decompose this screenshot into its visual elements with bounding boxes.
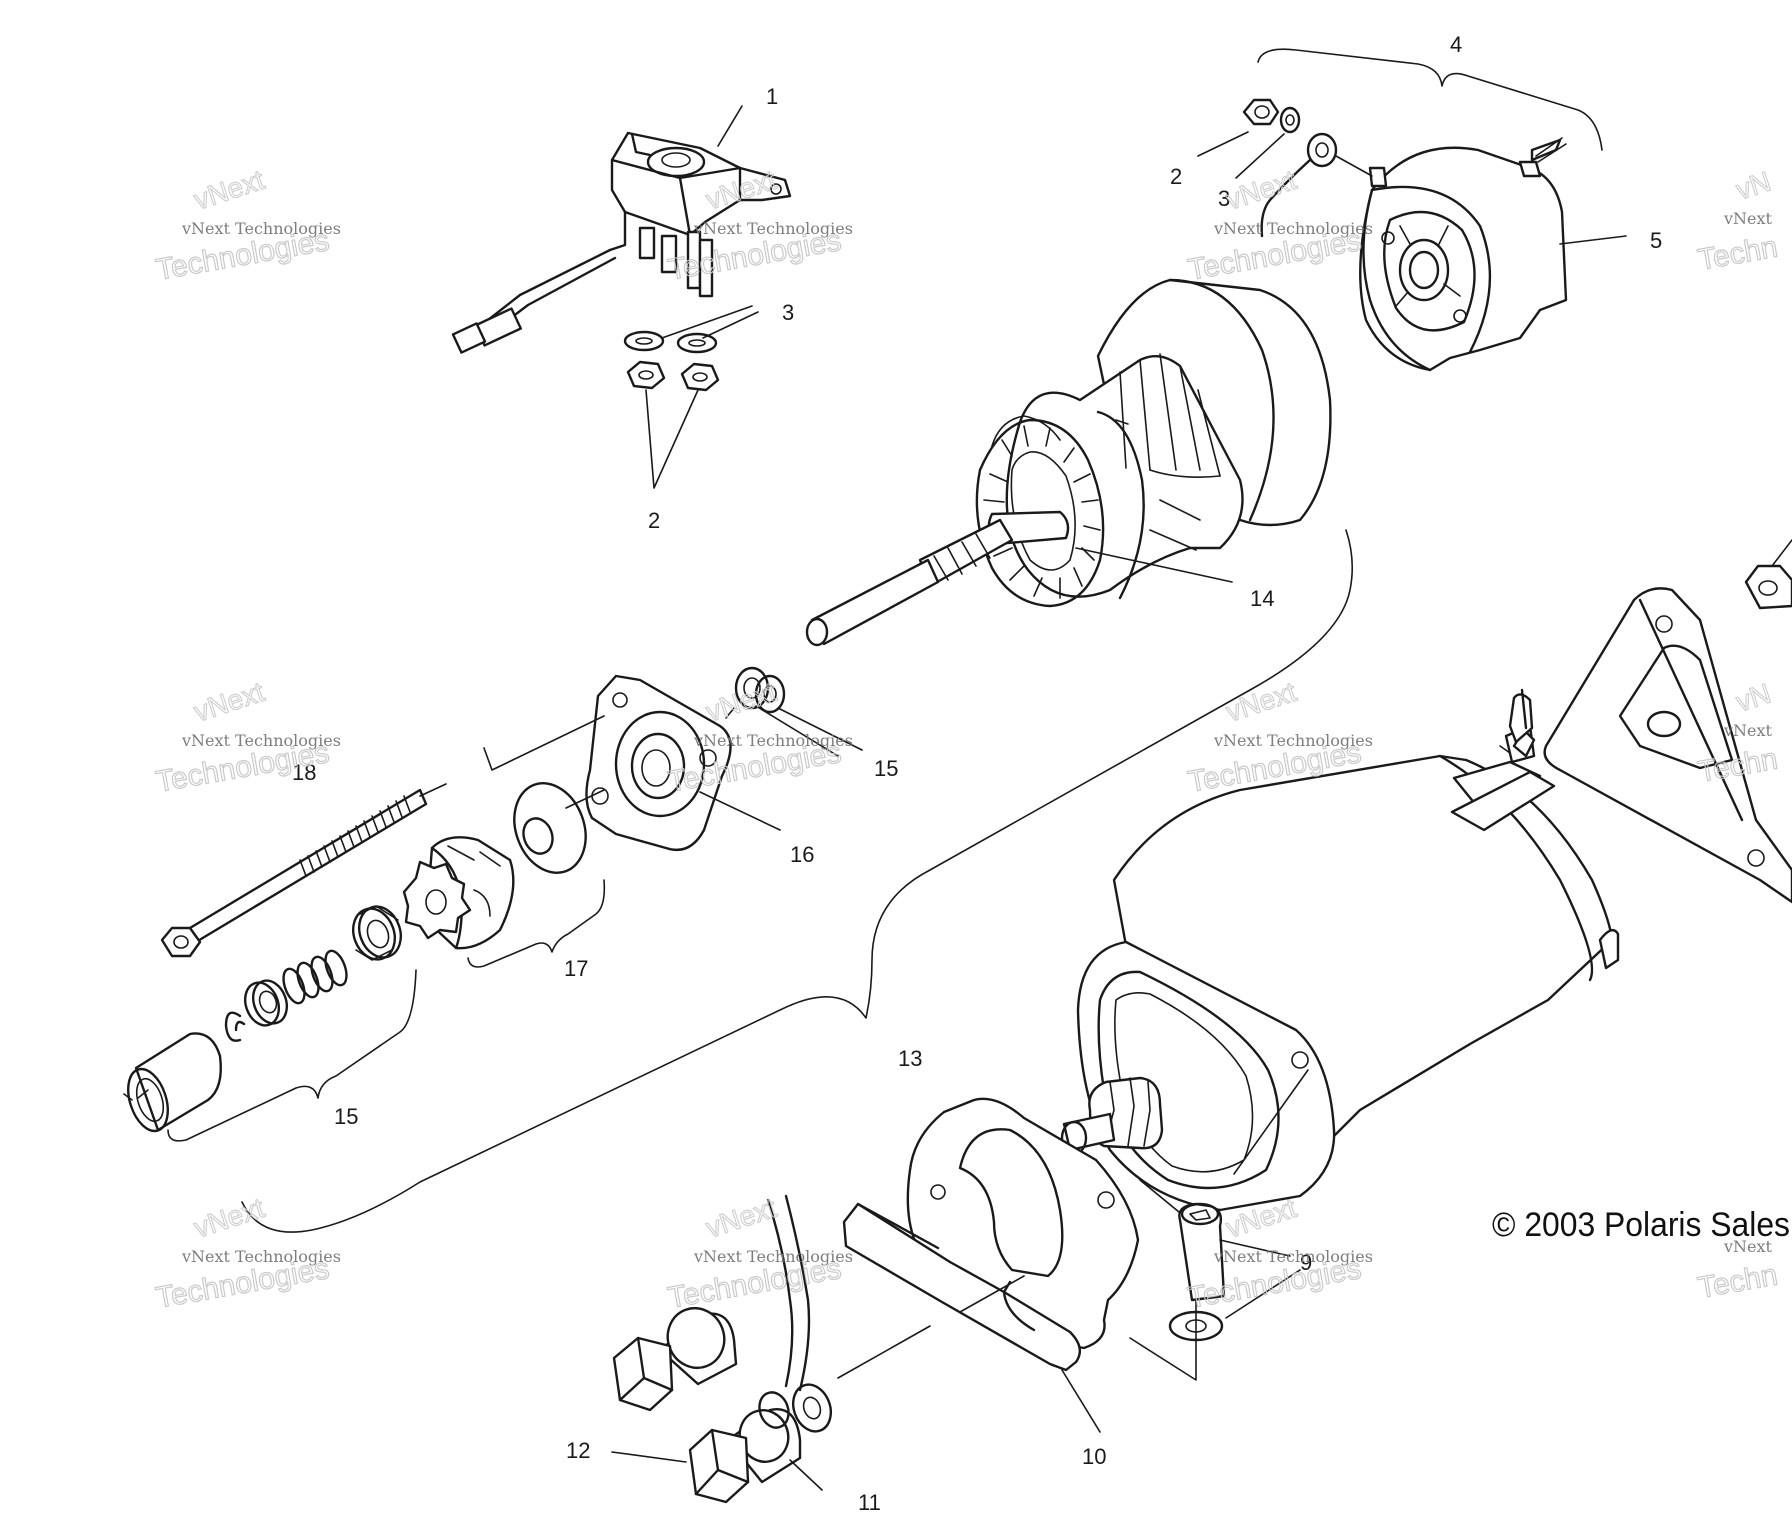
copyright-text: © 2003 Polaris Sales	[1492, 1206, 1790, 1244]
ground-terminal	[611, 1194, 833, 1491]
watermark-vnext: vN	[1732, 166, 1774, 206]
spacer-disc	[513, 782, 605, 874]
retainer	[243, 979, 289, 1027]
brace-part-17	[467, 879, 606, 968]
watermark-text: vNext Technologies	[181, 219, 341, 238]
watermark-text: vNext Technologies	[1213, 219, 1373, 238]
watermark-tile-partial: vN vNext Techn	[1695, 165, 1781, 277]
label-part-16: 16	[790, 842, 814, 867]
watermark-tile: vNext vNext Technologies Technologies	[665, 675, 853, 799]
label-part-17: 17	[564, 956, 588, 981]
motor-front-face	[1060, 940, 1336, 1212]
label-part-3-relay: 3	[782, 300, 794, 325]
label-part-3-cover: 3	[1218, 186, 1230, 211]
stop-collar	[123, 1032, 222, 1133]
watermark-tile: vNext vNext Technologies Technologies	[153, 1191, 341, 1315]
watermark-text: vNext	[1723, 1237, 1773, 1256]
label-part-18: 18	[292, 760, 316, 785]
watermark-outline: Techn	[1695, 230, 1780, 276]
watermark-text: vNext Technologies	[181, 731, 341, 750]
label-part-9: 9	[1300, 1250, 1312, 1275]
watermark-tile: vNext vNext Technologies Technologies	[153, 163, 341, 287]
watermark-vnext: vNext	[190, 676, 268, 728]
washers-and-nuts-relay	[623, 305, 759, 489]
label-part-12: 12	[566, 1438, 590, 1463]
leader-lines	[717, 105, 1129, 425]
watermark-vnext: vNext	[702, 1192, 780, 1244]
watermark-text: vNext Technologies	[693, 219, 853, 238]
watermark-tile-partial: vNext Techn	[1695, 1237, 1781, 1305]
watermark-text: vNext	[1723, 721, 1773, 740]
watermark-vnext: vNext	[190, 164, 268, 216]
watermark-text: vNext Technologies	[1213, 1247, 1373, 1266]
part-labels: 1 3 2 4 2 3 5 14 15 16 18 17 15 13 9 10 …	[292, 32, 1662, 1515]
watermark-text: vNext	[1723, 209, 1773, 228]
cap-screw	[1178, 1202, 1226, 1302]
label-part-2-cover: 2	[1170, 164, 1182, 189]
mount-bolt-lower	[688, 1407, 802, 1504]
support-bracket	[1543, 539, 1792, 904]
collar	[352, 905, 402, 961]
label-part-14: 14	[1250, 586, 1274, 611]
dashed-assembly-lines	[837, 1179, 1197, 1381]
brace-part-4	[1257, 48, 1603, 151]
brace-part-13	[241, 529, 1354, 1233]
watermark-vnext: vNext	[190, 1192, 268, 1244]
armature	[805, 278, 1332, 647]
watermark-text: vNext Technologies	[693, 731, 853, 750]
watermark-tile: vNext vNext Technologies Technologies	[1185, 163, 1373, 287]
label-part-11: 11	[858, 1490, 881, 1515]
nut-washer-terminal	[1197, 98, 1627, 245]
commutator-teeth	[975, 415, 1105, 608]
label-part-15-lower: 15	[334, 1104, 358, 1129]
solenoid-relay	[451, 131, 792, 354]
label-part-15-upper: 15	[874, 756, 898, 781]
end-cover	[1359, 137, 1568, 372]
watermark-tile: vNext vNext Technologies Technologies	[665, 1191, 853, 1315]
mounting-bracket	[842, 1097, 1140, 1433]
label-part-2-relay: 2	[648, 508, 660, 533]
watermark-text: vNext Technologies	[181, 1247, 341, 1266]
through-bolt	[160, 715, 605, 958]
pinion-drive	[402, 836, 515, 950]
drive-end-flange	[585, 674, 781, 852]
watermark-vnext: vN	[1732, 678, 1774, 718]
brace-part-15-lower	[167, 969, 417, 1142]
spring	[282, 949, 348, 1005]
label-part-4: 4	[1450, 32, 1462, 57]
label-part-5: 5	[1650, 228, 1662, 253]
watermark-text: vNext Technologies	[693, 1247, 853, 1266]
label-part-1: 1	[766, 84, 778, 109]
watermark-outline: Techn	[1695, 1258, 1780, 1304]
watermark-vnext: vNext	[1222, 164, 1300, 216]
watermark-vnext: vNext	[702, 676, 780, 728]
label-part-10: 10	[1082, 1444, 1106, 1469]
flat-washer-part-9	[1168, 1239, 1301, 1342]
washer-set-upper	[725, 666, 863, 757]
label-part-13: 13	[898, 1046, 922, 1071]
snap-ring	[224, 1011, 246, 1042]
watermark-text: vNext Technologies	[1213, 731, 1373, 750]
mount-bolt-upper	[612, 1307, 738, 1412]
